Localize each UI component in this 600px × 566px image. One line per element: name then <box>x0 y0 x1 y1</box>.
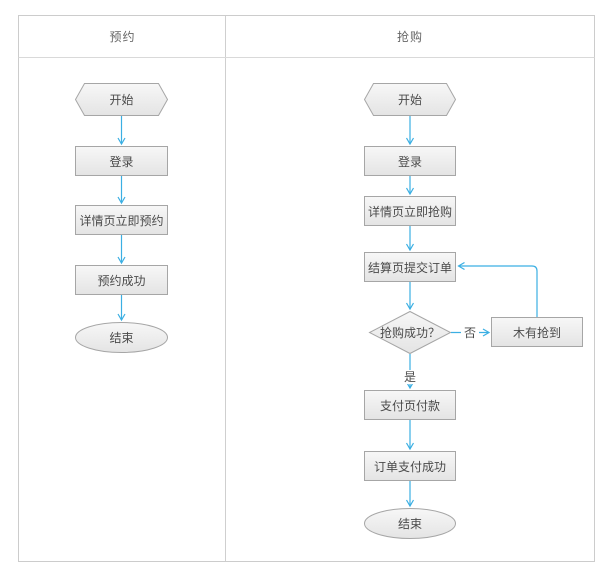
hexagon-shape <box>363 83 457 116</box>
start-node-flashsale: 开始 <box>363 83 457 116</box>
node-label: 结束 <box>109 331 134 345</box>
reservation-success-node: 预约成功 <box>75 265 168 295</box>
node-label: 结算页提交订单 <box>367 260 452 275</box>
node-label: 开始 <box>109 93 134 107</box>
branch-label-yes: 是 <box>400 370 420 384</box>
detail-page-node-flashsale: 详情页立即抢购 <box>364 196 456 226</box>
node-label: 登录 <box>397 154 422 169</box>
node-label: 开始 <box>397 93 422 107</box>
end-node-reservation: 结束 <box>75 322 168 353</box>
lane-title: 抢购 <box>396 30 423 44</box>
node-label: 订单支付成功 <box>373 459 446 474</box>
payment-page-node: 支付页付款 <box>364 390 456 420</box>
lane-header-reservation: 预约 <box>19 16 226 57</box>
not-grabbed-node: 木有抢到 <box>491 317 583 347</box>
login-node-flashsale: 登录 <box>364 146 456 176</box>
submit-order-node: 结算页提交订单 <box>364 252 456 282</box>
node-label: 登录 <box>109 154 134 169</box>
node-label: 详情页立即预约 <box>79 213 164 228</box>
node-label: 支付页付款 <box>379 398 440 413</box>
lane-title: 预约 <box>109 30 136 44</box>
node-label: 预约成功 <box>97 273 146 288</box>
detail-page-node-reservation: 详情页立即预约 <box>75 205 168 235</box>
login-node-reservation: 登录 <box>75 146 168 176</box>
ellipse-shape <box>75 322 168 353</box>
ellipse-shape <box>364 508 456 539</box>
start-node-reservation: 开始 <box>74 83 169 116</box>
node-label: 抢购成功？ <box>379 326 440 340</box>
decision-node-purchase-success: 抢购成功？ <box>368 310 452 355</box>
lane-header-flashsale: 抢购 <box>226 16 594 57</box>
node-label: 详情页立即抢购 <box>367 204 452 219</box>
diamond-shape <box>368 310 452 355</box>
lane-divider <box>225 15 226 561</box>
node-label: 结束 <box>397 517 422 531</box>
hexagon-shape <box>74 83 169 116</box>
order-paid-node: 订单支付成功 <box>364 451 456 481</box>
node-label: 木有抢到 <box>512 325 561 340</box>
swimlane-header-row: 预约 抢购 <box>18 15 595 58</box>
end-node-flashsale: 结束 <box>364 508 456 539</box>
branch-label-no: 否 <box>460 326 480 340</box>
